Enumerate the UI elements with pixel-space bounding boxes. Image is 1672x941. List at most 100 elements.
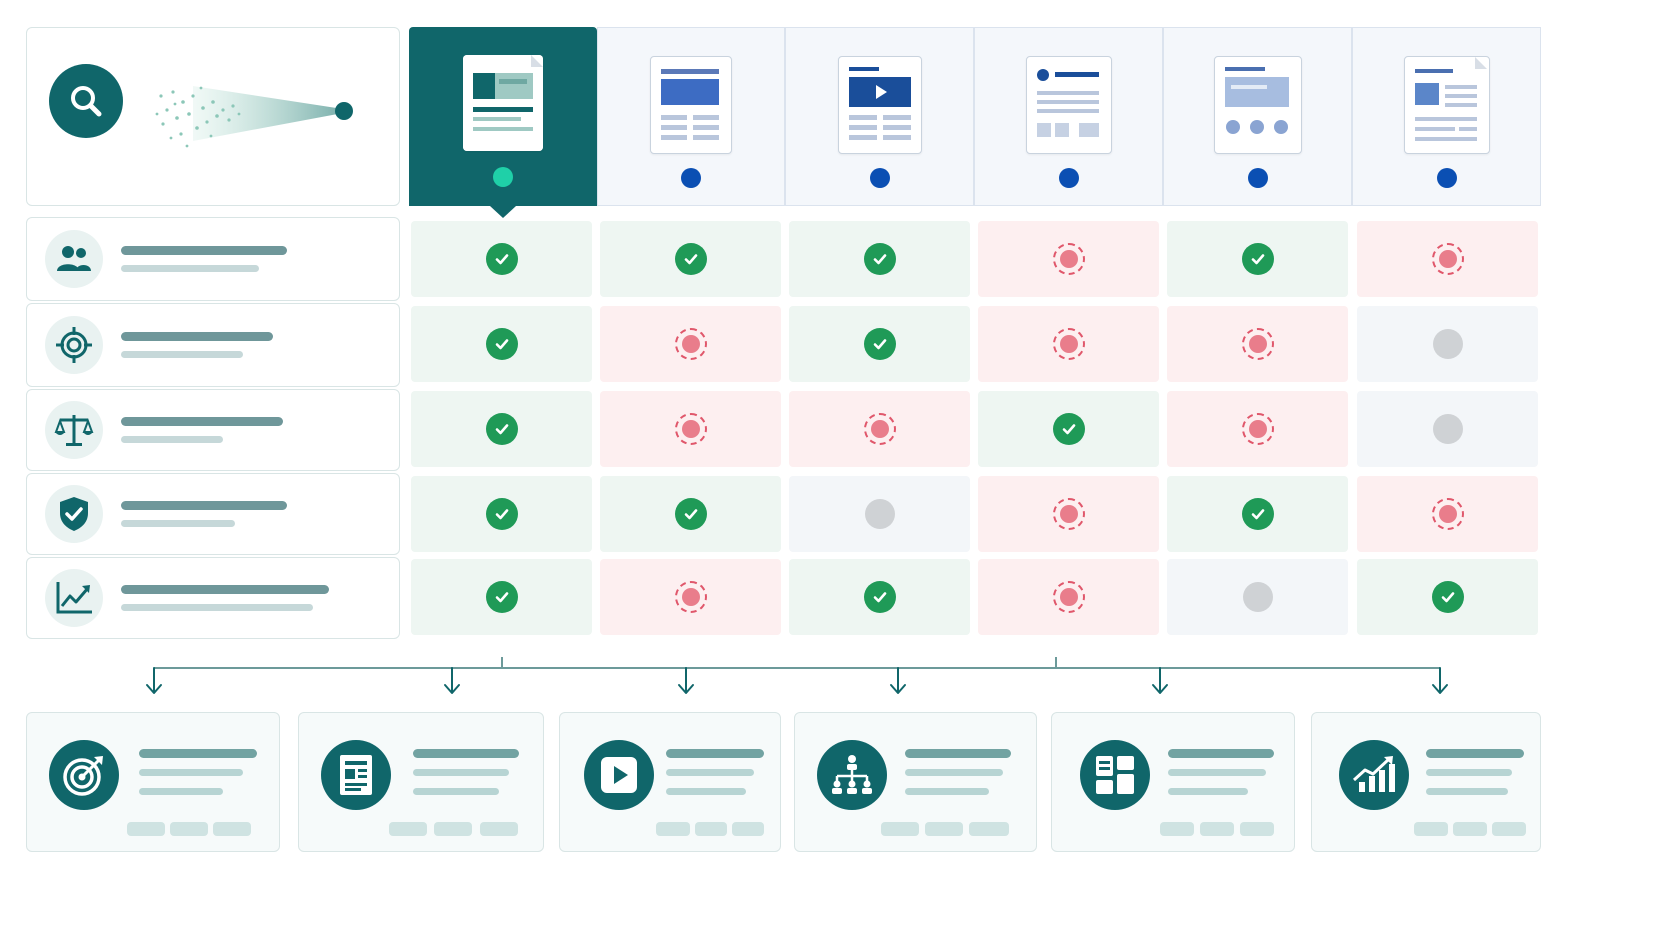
check-icon	[485, 498, 518, 530]
shield-check-icon	[45, 485, 103, 543]
format-header-3[interactable]	[785, 27, 974, 206]
format-header-4[interactable]	[974, 27, 1163, 206]
gallery-page-icon	[1213, 56, 1302, 154]
format-marker	[1247, 168, 1268, 188]
matrix-cell-r4-c6	[1357, 476, 1538, 552]
web-page-icon	[650, 56, 732, 154]
format-header-6[interactable]	[1352, 27, 1541, 206]
trend-chart-icon	[45, 569, 103, 627]
check-icon	[674, 243, 707, 275]
fail-dot-icon	[1241, 328, 1274, 360]
fail-dot-icon	[674, 581, 707, 613]
format-header-5[interactable]	[1163, 27, 1352, 206]
matrix-cell-r5-c2	[600, 559, 781, 635]
matrix-cell-r4-c3	[789, 476, 970, 552]
neutral-dot-icon	[1242, 582, 1273, 612]
fail-dot-icon	[863, 413, 896, 445]
output-card-2[interactable]	[298, 712, 544, 852]
output-card-6[interactable]	[1311, 712, 1541, 852]
fail-dot-icon	[1431, 243, 1464, 275]
matrix-cell-r4-c5	[1167, 476, 1348, 552]
fail-dot-icon	[1052, 328, 1085, 360]
matrix-cell-r4-c2	[600, 476, 781, 552]
matrix-cell-r1-c3	[789, 221, 970, 297]
check-icon	[674, 498, 707, 530]
matrix-cell-r2-c5	[1167, 306, 1348, 382]
format-marker	[681, 168, 701, 188]
target-icon	[45, 316, 103, 374]
newspaper-icon	[321, 740, 391, 810]
fail-dot-icon	[674, 413, 707, 445]
fail-dot-icon	[1052, 243, 1085, 275]
dashboard-icon	[1080, 740, 1150, 810]
output-card-4[interactable]	[794, 712, 1037, 852]
check-icon	[1431, 581, 1464, 613]
check-icon	[485, 413, 518, 445]
check-icon	[863, 328, 896, 360]
selected-marker	[493, 167, 513, 187]
matrix-cell-r5-c4	[978, 559, 1159, 635]
matrix-cell-r2-c2	[600, 306, 781, 382]
matrix-cell-r3-c6	[1357, 391, 1538, 467]
check-icon	[1241, 243, 1274, 275]
criterion-row-5	[26, 557, 400, 639]
matrix-cell-r4-c4	[978, 476, 1159, 552]
fail-dot-icon	[674, 328, 707, 360]
output-card-1[interactable]	[26, 712, 280, 852]
format-header-2[interactable]	[597, 27, 785, 206]
format-marker	[1436, 168, 1457, 188]
matrix-cell-r5-c6	[1357, 559, 1538, 635]
fail-dot-icon	[1241, 413, 1274, 445]
search-panel	[26, 27, 400, 206]
bullseye-icon	[49, 740, 119, 810]
check-icon	[485, 581, 518, 613]
criterion-row-1	[26, 217, 400, 301]
focus-beam-graphic	[155, 86, 353, 148]
fail-dot-icon	[1431, 498, 1464, 530]
video-page-icon	[837, 56, 922, 154]
fail-dot-icon	[1052, 581, 1085, 613]
list-doc-icon	[1025, 56, 1112, 154]
matrix-cell-r3-c4	[978, 391, 1159, 467]
check-icon	[1052, 413, 1085, 445]
check-icon	[485, 328, 518, 360]
matrix-cell-r4-c1	[411, 476, 592, 552]
matrix-cell-r1-c4	[978, 221, 1159, 297]
matrix-cell-r2-c6	[1357, 306, 1538, 382]
matrix-cell-r3-c1	[411, 391, 592, 467]
matrix-cell-r2-c1	[411, 306, 592, 382]
matrix-cell-r3-c5	[1167, 391, 1348, 467]
neutral-dot-icon	[1432, 329, 1463, 359]
check-icon	[863, 581, 896, 613]
output-card-3[interactable]	[559, 712, 781, 852]
search-icon[interactable]	[49, 64, 123, 138]
play-icon	[584, 740, 654, 810]
matrix-cell-r2-c3	[789, 306, 970, 382]
matrix-cell-r5-c3	[789, 559, 970, 635]
growth-chart-icon	[1339, 740, 1409, 810]
matrix-cell-r2-c4	[978, 306, 1159, 382]
check-icon	[485, 243, 518, 275]
matrix-cell-r1-c5	[1167, 221, 1348, 297]
fail-dot-icon	[1052, 498, 1085, 530]
matrix-cell-r1-c6	[1357, 221, 1538, 297]
text-doc-icon	[1403, 56, 1490, 154]
matrix-cell-r1-c1	[411, 221, 592, 297]
neutral-dot-icon	[1432, 414, 1463, 444]
matrix-cell-r1-c2	[600, 221, 781, 297]
criterion-row-4	[26, 473, 400, 555]
matrix-cell-r3-c2	[600, 391, 781, 467]
people-icon	[45, 230, 103, 288]
matrix-cell-r5-c5	[1167, 559, 1348, 635]
format-marker	[869, 168, 890, 188]
article-doc-icon	[463, 55, 543, 151]
output-card-5[interactable]	[1051, 712, 1295, 852]
format-header-1[interactable]	[409, 27, 597, 218]
criterion-row-2	[26, 303, 400, 387]
matrix-cell-r5-c1	[411, 559, 592, 635]
flow-connector	[154, 657, 1440, 669]
format-marker	[1058, 168, 1079, 188]
matrix-cell-r3-c3	[789, 391, 970, 467]
neutral-dot-icon	[864, 499, 895, 529]
org-chart-icon	[817, 740, 887, 810]
